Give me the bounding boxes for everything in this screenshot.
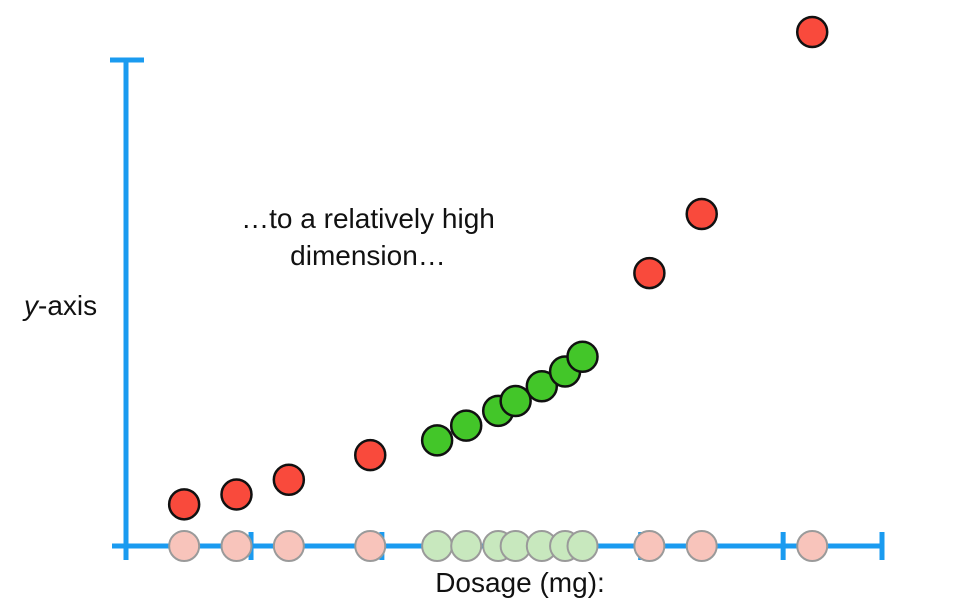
data-point-11 bbox=[633, 256, 666, 290]
data-point-5 bbox=[449, 409, 483, 442]
data-point-2 bbox=[272, 463, 306, 496]
projected-point-11 bbox=[633, 530, 666, 562]
annotation-line-1: …to a relatively high bbox=[241, 203, 495, 234]
data-point-3 bbox=[353, 438, 387, 472]
data-point-10 bbox=[566, 340, 599, 373]
projected-points bbox=[168, 530, 829, 562]
data-point-1 bbox=[220, 478, 253, 511]
annotation-line-2: dimension… bbox=[290, 240, 446, 271]
projected-point-1 bbox=[220, 530, 253, 562]
projected-point-13 bbox=[796, 530, 829, 562]
y-axis-label-italic: y bbox=[22, 290, 40, 321]
data-point-8 bbox=[525, 369, 559, 403]
data-point-7 bbox=[499, 384, 532, 418]
projected-point-3 bbox=[354, 530, 387, 562]
x-axis-label: Dosage (mg): bbox=[435, 567, 605, 598]
projected-point-12 bbox=[685, 530, 718, 562]
y-axis-label-rest: -axis bbox=[38, 290, 97, 321]
projected-point-4 bbox=[421, 530, 454, 562]
projected-point-2 bbox=[272, 530, 305, 562]
projected-point-5 bbox=[450, 530, 483, 562]
data-point-0 bbox=[167, 488, 201, 521]
projected-point-0 bbox=[168, 530, 201, 562]
y-axis-label: y-axis bbox=[22, 290, 97, 321]
data-point-4 bbox=[420, 424, 454, 457]
data-points bbox=[167, 15, 829, 521]
data-point-13 bbox=[795, 15, 829, 49]
projected-point-10 bbox=[566, 530, 599, 562]
data-point-12 bbox=[685, 197, 718, 231]
